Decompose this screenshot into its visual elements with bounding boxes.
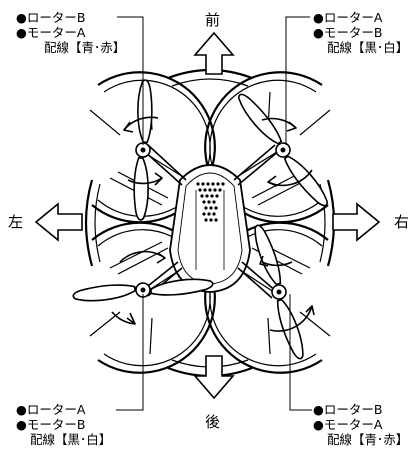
- rotation-arrows: [111, 116, 315, 332]
- label-bottom-left: ●ローターA ●モーターB 配線【黒･白】: [16, 402, 111, 447]
- front-arrow-icon: [193, 31, 235, 75]
- back-label: 後: [205, 413, 221, 431]
- direction-arrows: [34, 31, 381, 400]
- drone-body: [169, 164, 251, 293]
- label-top-right: ●ローターA ●モーターB 配線【黒･白】: [313, 10, 408, 55]
- rotor-rear-right: [249, 222, 309, 362]
- rotor-text: ●ローターB: [16, 10, 86, 25]
- label-top-left: ●ローターB ●モーターA 配線【青･赤】: [16, 10, 125, 55]
- label-bottom-right: ●ローターB ●モーターA 配線【青･赤】: [313, 402, 408, 447]
- rotor-text: ●ローターA: [313, 10, 383, 25]
- motor-text: ●モーターB: [313, 25, 383, 40]
- right-label: 右: [394, 213, 410, 231]
- left-label: 左: [8, 213, 24, 231]
- wiring-text: 配線【黒･白】: [327, 40, 409, 55]
- left-arrow-icon: [34, 202, 83, 242]
- motor-text: ●モーターB: [16, 417, 86, 432]
- rotor-text: ●ローターA: [16, 402, 86, 417]
- wiring-text: 配線【青･赤】: [44, 40, 126, 55]
- motor-text: ●モーターA: [16, 25, 86, 40]
- leader-lines: [116, 16, 312, 411]
- front-label: 前: [205, 11, 221, 29]
- wiring-text: 配線【黒･白】: [30, 432, 112, 447]
- motor-text: ●モーターA: [313, 417, 383, 432]
- wiring-text: 配線【青･赤】: [327, 432, 409, 447]
- back-arrow-icon: [193, 355, 235, 400]
- right-arrow-icon: [332, 202, 381, 242]
- rotor-text: ●ローターB: [313, 402, 383, 417]
